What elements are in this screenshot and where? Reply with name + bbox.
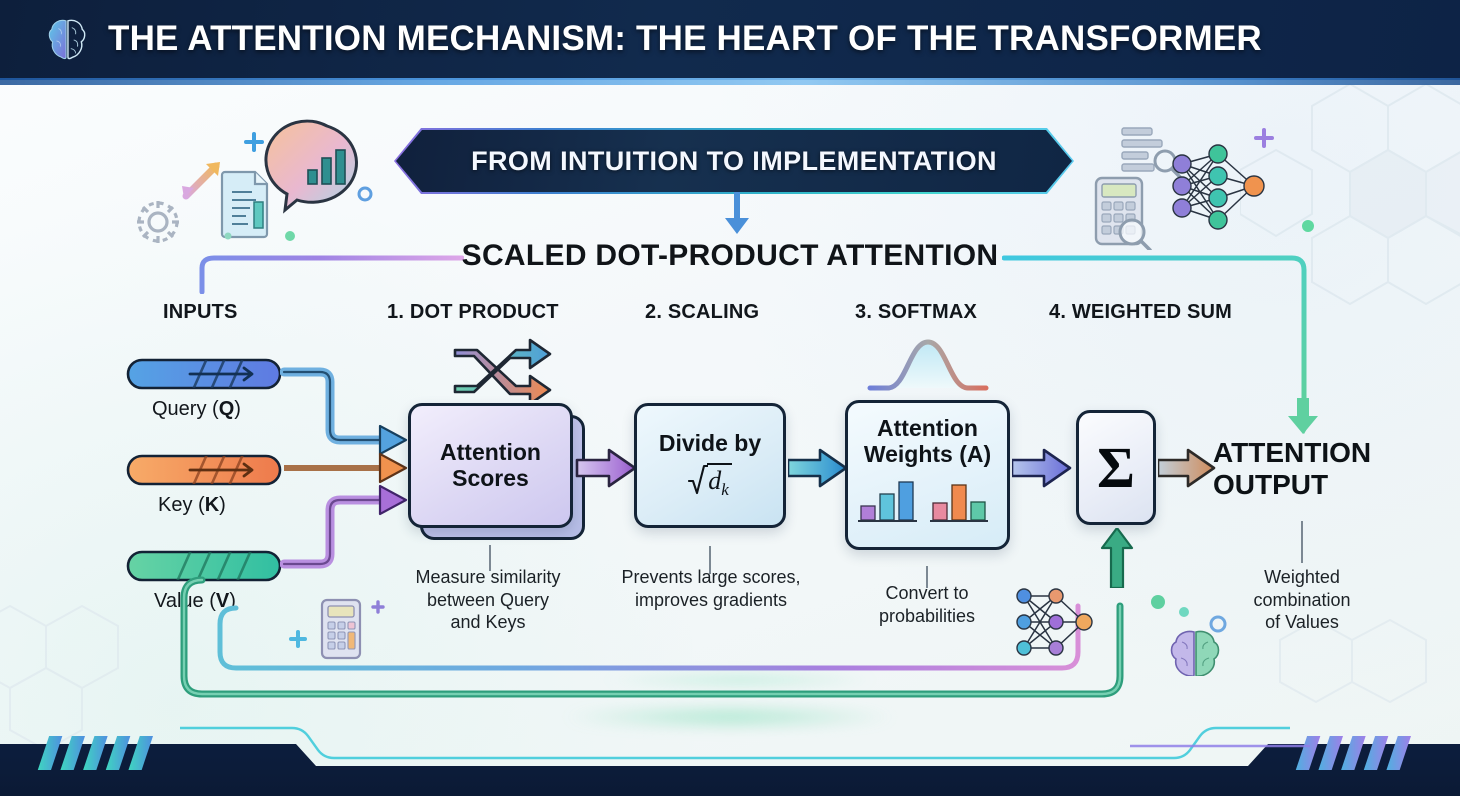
- circle-accent-icon: [357, 186, 373, 202]
- brain-icon: [48, 19, 86, 60]
- plus-accent-icon: [371, 600, 385, 614]
- neural-network-icon: [1172, 144, 1265, 230]
- line2: Scores: [452, 464, 529, 491]
- sqrt-radical-icon: [688, 464, 709, 494]
- attention-weights-caption: Convert to probabilities: [878, 583, 976, 626]
- arrow-weights-to-sum: [1012, 448, 1072, 488]
- green-glow-accent-2: [600, 672, 880, 688]
- scaling-caption: Prevents large scores, improves gradient…: [621, 567, 801, 610]
- green-glow-accent: [560, 705, 900, 729]
- label-tail: ): [219, 494, 226, 516]
- vector-query-label: Query (Q): [152, 398, 241, 421]
- plus-accent-icon: [289, 630, 307, 648]
- label-tail: ): [234, 398, 241, 420]
- calculator-search-icon: [1094, 176, 1152, 250]
- page-title: THE ATTENTION MECHANISM: THE HEART OF TH…: [108, 19, 1262, 58]
- footer-circuit-right: [1130, 744, 1310, 748]
- scaling-label: Divide by: [658, 430, 762, 457]
- arrow-green-down-to-output: [1288, 398, 1318, 434]
- chat-bar-chart-icon: [264, 119, 358, 214]
- column-heading-dot-product: 1. DOT PRODUCT: [387, 301, 559, 323]
- dot-accent-icon: [1302, 220, 1314, 232]
- column-heading-scaling: 2. SCALING: [645, 301, 760, 323]
- arrow-down-icon: [725, 192, 749, 234]
- decor-brain-and-dots: [1151, 595, 1227, 676]
- mini-chart-group-left: [857, 480, 917, 522]
- dot-accent-icon: [224, 232, 232, 240]
- arrow-sum-to-output: [1158, 448, 1216, 488]
- label-tail: ): [229, 590, 236, 612]
- graph-network-icon: [1016, 588, 1093, 656]
- search-list-icon: [1121, 127, 1182, 179]
- math-base: d: [708, 465, 722, 495]
- attention-scores-box[interactable]: Attention Scores: [408, 403, 573, 528]
- document-icon: [220, 170, 269, 239]
- label-symbol: K: [204, 494, 220, 516]
- column-heading-inputs: INPUTS: [163, 301, 238, 323]
- attention-weights-box[interactable]: Attention Weights (A): [845, 400, 1010, 550]
- plus-accent-icon: [244, 132, 264, 152]
- label-symbol: Q: [218, 398, 235, 420]
- footer-stripes-left: [37, 736, 153, 770]
- mini-chart-group-right: [929, 483, 988, 522]
- decor-icons-top-left: [137, 119, 373, 243]
- arrow-feedback-up-to-sum: [1100, 528, 1134, 588]
- attention-weights-mini-chart: [857, 480, 988, 522]
- label-text: Query (: [152, 398, 219, 420]
- attention-weights-tick: [926, 566, 928, 588]
- circle-accent-icon: [1209, 615, 1227, 633]
- weighted-sum-box[interactable]: Σ: [1076, 410, 1156, 525]
- line2: Weights (A): [863, 440, 992, 467]
- attention-scores-label: Attention Scores: [440, 438, 541, 492]
- column-heading-softmax: 3. SOFTMAX: [855, 301, 978, 323]
- input-connectors: [280, 367, 408, 569]
- brain-icon: [1170, 630, 1220, 676]
- vector-key[interactable]: [126, 454, 282, 486]
- vector-query[interactable]: [126, 358, 282, 390]
- shuffle-arrows-icon: [453, 338, 552, 400]
- math-subscript: k: [721, 479, 729, 499]
- footer-stripes-right: [1295, 736, 1411, 770]
- section-bracket-left: [199, 255, 464, 294]
- value-feedback-loops: [180, 576, 1124, 698]
- decor-icons-top-right: [1094, 127, 1314, 250]
- bell-curve-icon: [867, 339, 989, 391]
- arrow-scores-to-scaling: [575, 448, 637, 488]
- scaling-tick: [709, 546, 711, 574]
- sqrt-dk-expression: dk: [688, 462, 732, 500]
- attention-weights-label: Attention Weights (A): [863, 415, 992, 468]
- sigma-symbol: Σ: [1097, 434, 1135, 500]
- scaling-box[interactable]: Divide by dk: [634, 403, 786, 528]
- section-title: SCALED DOT-PRODUCT ATTENTION: [461, 239, 999, 272]
- attention-scores-caption: Measure similarity between Query and Key…: [415, 567, 561, 633]
- footer-circuit-left: [180, 726, 1290, 760]
- column-heading-weighted-sum: 4. WEIGHTED SUM: [1049, 301, 1233, 323]
- arrow-scaling-to-weights: [788, 448, 848, 488]
- attention-scores-tick: [489, 545, 491, 571]
- subtitle-banner: FROM INTUITION TO IMPLEMENTATION: [396, 130, 1072, 192]
- dot-accent-icon: [1179, 607, 1189, 617]
- vector-key-label: Key (K): [158, 494, 226, 517]
- plus-accent-icon: [1254, 128, 1274, 148]
- banner-fill: FROM INTUITION TO IMPLEMENTATION: [396, 130, 1072, 192]
- banner-label: FROM INTUITION TO IMPLEMENTATION: [471, 145, 997, 176]
- label-text: Key (: [158, 494, 205, 516]
- attention-output-caption: Weighted combination of Values: [1253, 567, 1351, 633]
- attention-output-tick: [1301, 521, 1303, 563]
- gear-icon: [137, 201, 179, 243]
- dot-accent-icon: [285, 231, 295, 241]
- line1: Attention: [877, 415, 978, 441]
- page-header: THE ATTENTION MECHANISM: THE HEART OF TH…: [0, 0, 1460, 85]
- attention-output-label: ATTENTION OUTPUT: [1213, 437, 1372, 500]
- label-symbol: V: [215, 590, 230, 612]
- dot-accent-icon: [1151, 595, 1165, 609]
- growth-arrow-icon: [182, 162, 220, 200]
- line1: Attention: [440, 438, 541, 465]
- calculator-icon: [289, 598, 385, 660]
